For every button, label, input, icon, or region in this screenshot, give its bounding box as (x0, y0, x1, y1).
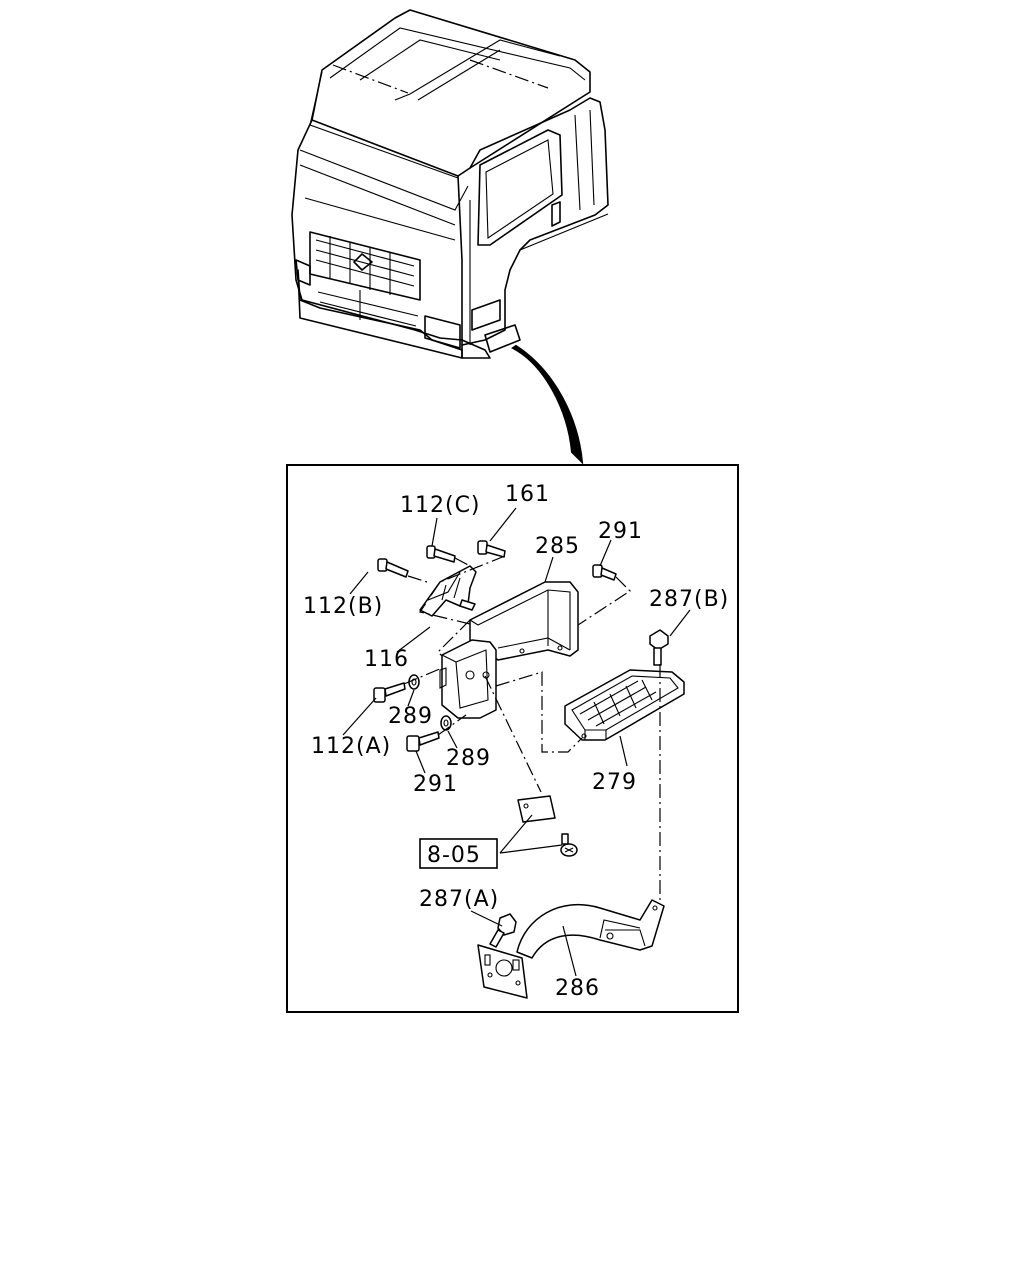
label-112b: 112(B) (303, 594, 383, 619)
bolt-291-bottom (406, 731, 440, 752)
washer-289-bottom (440, 715, 452, 731)
bolt-112a (373, 682, 406, 703)
detail-frame (286, 464, 739, 1013)
label-161: 161 (505, 482, 550, 507)
label-291-bottom: 291 (413, 772, 458, 797)
reference-screw (560, 833, 578, 857)
label-289-bottom: 289 (446, 746, 491, 771)
reference-plate (517, 795, 556, 823)
bolt-161 (477, 540, 506, 558)
label-ref-805: 8-05 (427, 843, 481, 868)
bolt-112c (426, 545, 456, 563)
bolt-287b (649, 629, 669, 666)
label-286: 286 (555, 976, 600, 1001)
bracket-286 (477, 899, 665, 999)
step-cover (439, 639, 497, 719)
washer-289-top (408, 674, 420, 690)
label-287a: 287(A) (419, 887, 499, 912)
bracket-116 (419, 565, 477, 617)
leader-lines (342, 507, 691, 977)
assembly-lines (403, 555, 661, 902)
label-112a: 112(A) (311, 734, 391, 759)
bolt-112b (377, 558, 409, 578)
label-116: 116 (364, 647, 409, 672)
truck-cab-illustration (291, 9, 609, 359)
bolt-291-top (592, 564, 617, 581)
reference-box-805 (419, 838, 498, 869)
bolt-287a (489, 913, 517, 948)
label-289-top: 289 (388, 704, 433, 729)
detail-pointer-arrow (511, 344, 584, 465)
label-285: 285 (535, 534, 580, 559)
label-112c: 112(C) (400, 493, 481, 518)
label-279: 279 (592, 770, 637, 795)
label-287b: 287(B) (649, 587, 729, 612)
step-plate-279 (564, 669, 685, 741)
label-291-top: 291 (598, 519, 643, 544)
